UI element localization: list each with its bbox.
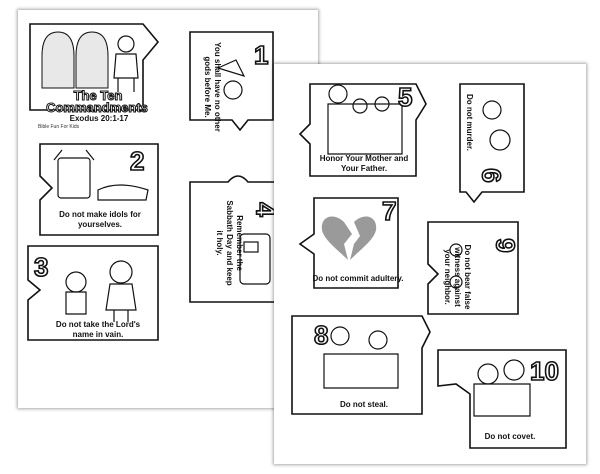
covet-kid-2 — [503, 359, 525, 381]
kid-right-head — [109, 260, 133, 284]
card-1-number: 1 — [253, 39, 269, 71]
front-sheet-outlines — [291, 83, 567, 449]
card-2-text: Do not make idols for yourselves. — [59, 210, 141, 229]
card-6-outline — [459, 83, 525, 204]
boy-crying-head — [489, 129, 511, 151]
card-9-number: 9 — [490, 237, 522, 253]
front-worksheet-page: 5 Honor Your Mother and Your Father. 6 D… — [274, 64, 586, 464]
card-2-number: 2 — [129, 145, 145, 177]
card-6-number: 6 — [476, 167, 508, 183]
kid-whisper-2 — [449, 275, 463, 289]
card-9-text: Do not bear false witness against your n… — [443, 244, 472, 310]
card-1-outline — [189, 31, 274, 132]
scripture-reference: Exodus 20:1-17 — [69, 114, 129, 123]
thief-head-1 — [330, 326, 350, 346]
card-5-number: 5 — [397, 81, 413, 113]
card-7-text: Do not commit adultery. — [312, 274, 404, 283]
thief-head-2 — [368, 330, 388, 350]
idol-statue — [57, 157, 91, 199]
card-7-number: 7 — [381, 195, 397, 227]
back-worksheet-page: The Ten Commandments Exodus 20:1-17 Bibl… — [18, 10, 318, 408]
back-sheet-outlines — [27, 23, 281, 341]
kid-left-head — [65, 271, 87, 293]
covet-kid-1 — [477, 363, 499, 385]
boy-star-head — [482, 100, 502, 120]
card-6-text: Do not murder. — [465, 94, 474, 151]
title-card-outline — [29, 23, 160, 111]
card-5-outline — [298, 83, 427, 177]
title-line-2: Commandments — [46, 100, 149, 116]
card-8-text: Do not steal. — [339, 400, 388, 409]
card-3-outline — [27, 245, 159, 341]
credit-text: Bible Fun For Kids — [38, 124, 80, 130]
card-5-text: Honor Your Mother and Your Father. — [319, 154, 409, 173]
card-10-text: Do not covet. — [484, 432, 536, 441]
broken-heart-icon — [321, 216, 377, 260]
card-10-number: 10 — [529, 355, 560, 387]
card-8-number: 8 — [313, 319, 329, 351]
card-2-outline — [39, 143, 159, 236]
card-3-text: Do not take the Lord's name in vain. — [55, 320, 141, 339]
kid-whisper-1 — [449, 243, 463, 257]
bowing-man — [97, 184, 149, 201]
card-7-outline — [298, 197, 399, 289]
sabbath-family — [239, 233, 271, 285]
card-10-outline — [437, 349, 567, 449]
card-3-number: 3 — [33, 251, 49, 283]
sabbath-book — [243, 241, 259, 253]
title-line-1: The Ten — [73, 88, 123, 104]
card-4-text: Remember the Sabbath Day and keep it hol… — [215, 200, 244, 286]
child-praying-head — [223, 80, 243, 100]
tablets-illustration — [41, 31, 109, 89]
card-1-text: You shall have no other gods before Me. — [203, 42, 222, 132]
moses-figure-head — [117, 35, 135, 53]
child-head-1 — [352, 98, 368, 114]
card-8-outline — [291, 315, 431, 415]
parent-head — [328, 84, 348, 104]
card-9-outline — [427, 221, 519, 315]
